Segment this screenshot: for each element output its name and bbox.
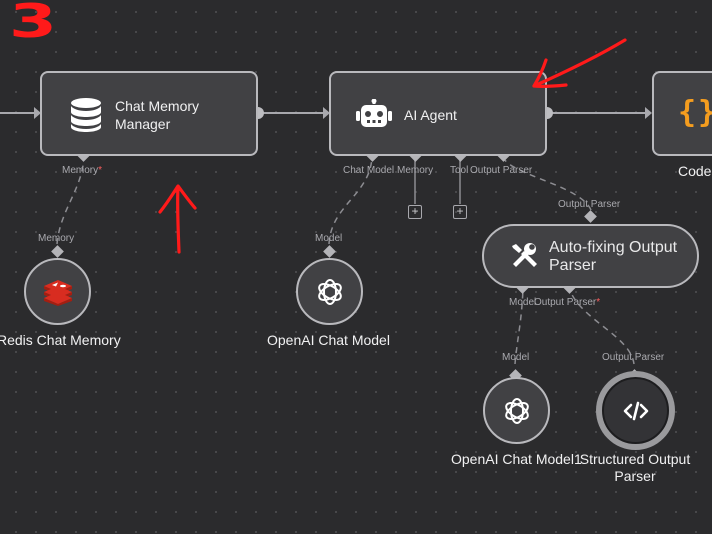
ai-agent-title: AI Agent	[404, 107, 457, 123]
structured-output-parser-title: Structured Output Parser	[579, 451, 691, 484]
add-tool-button[interactable]: +	[453, 205, 467, 219]
auto-fixing-output-parser-node[interactable]: Auto-fixing Output Parser	[482, 224, 699, 288]
ai-agent-node[interactable]: AI Agent	[329, 71, 547, 156]
redis-memory-port-label: Memory	[38, 233, 75, 244]
port-openai1-model	[323, 245, 336, 258]
chat-memory-manager-node[interactable]: Chat Memory Manager	[40, 71, 258, 156]
connection-sop-to-afp	[568, 287, 635, 365]
afp-model-port-label: Model	[509, 297, 537, 308]
cmm-memory-port-label: Memory*	[62, 165, 102, 177]
annotation-step-number: 3	[9, 0, 58, 48]
afp-output-parser-in-port-label: Output Parser	[558, 199, 621, 210]
required-asterisk: *	[98, 165, 103, 176]
robot-icon	[356, 99, 392, 127]
afp-output-parser-port-label: Output Parser*	[534, 297, 600, 309]
openai-chat-model-title: OpenAI Chat Model	[267, 332, 390, 348]
tools-icon	[512, 243, 537, 267]
redis-icon	[43, 279, 72, 306]
code-node-title: Code	[678, 163, 712, 179]
sop-output-parser-port-label: Output Parser	[602, 352, 665, 363]
chat-memory-manager-title: Chat Memory Manager	[115, 98, 200, 132]
openai-icon	[504, 397, 529, 424]
openai-chat-model1-title: OpenAI Chat Model1	[451, 451, 582, 467]
code-tag-icon	[623, 401, 648, 420]
openai-chat-model1-node[interactable]	[483, 377, 550, 444]
redis-chat-memory-node[interactable]	[24, 258, 91, 325]
database-icon	[71, 98, 101, 132]
input-port-ai-agent	[323, 107, 330, 119]
connection-openai1-to-agent	[328, 156, 373, 245]
agent-memory-port-label: Memory	[397, 165, 434, 176]
openai2-model-port-label: Model	[502, 352, 530, 363]
agent-tool-port-label: Tool	[450, 165, 469, 176]
afp-output-parser-label-text: Output Parser	[534, 297, 597, 308]
openai-chat-model-node[interactable]	[296, 258, 363, 325]
cmm-memory-label-text: Memory	[62, 165, 99, 176]
code-braces-icon: {}	[678, 95, 712, 130]
openai-icon	[317, 278, 342, 305]
connection-openai2-to-afp	[514, 287, 524, 365]
port-afp-output-parser-in	[584, 210, 597, 223]
auto-fixing-output-parser-title: Auto-fixing Output Parser	[549, 239, 678, 274]
connection-redis-to-cmm	[56, 156, 85, 245]
redis-chat-memory-title: Redis Chat Memory	[0, 332, 121, 348]
agent-chat-model-port-label: Chat Model	[343, 165, 395, 176]
structured-output-parser-node[interactable]	[602, 377, 669, 444]
code-node[interactable]: {}	[652, 71, 712, 156]
openai1-model-port-label: Model	[315, 233, 343, 244]
required-asterisk: *	[596, 297, 601, 308]
input-port-code	[645, 107, 652, 119]
agent-output-parser-port-label: Output Parser	[470, 165, 533, 176]
input-port-chat-memory-manager	[34, 107, 41, 119]
port-redis-memory	[51, 245, 64, 258]
add-memory-button[interactable]: +	[408, 205, 422, 219]
connection-afp-to-agent	[502, 156, 592, 211]
